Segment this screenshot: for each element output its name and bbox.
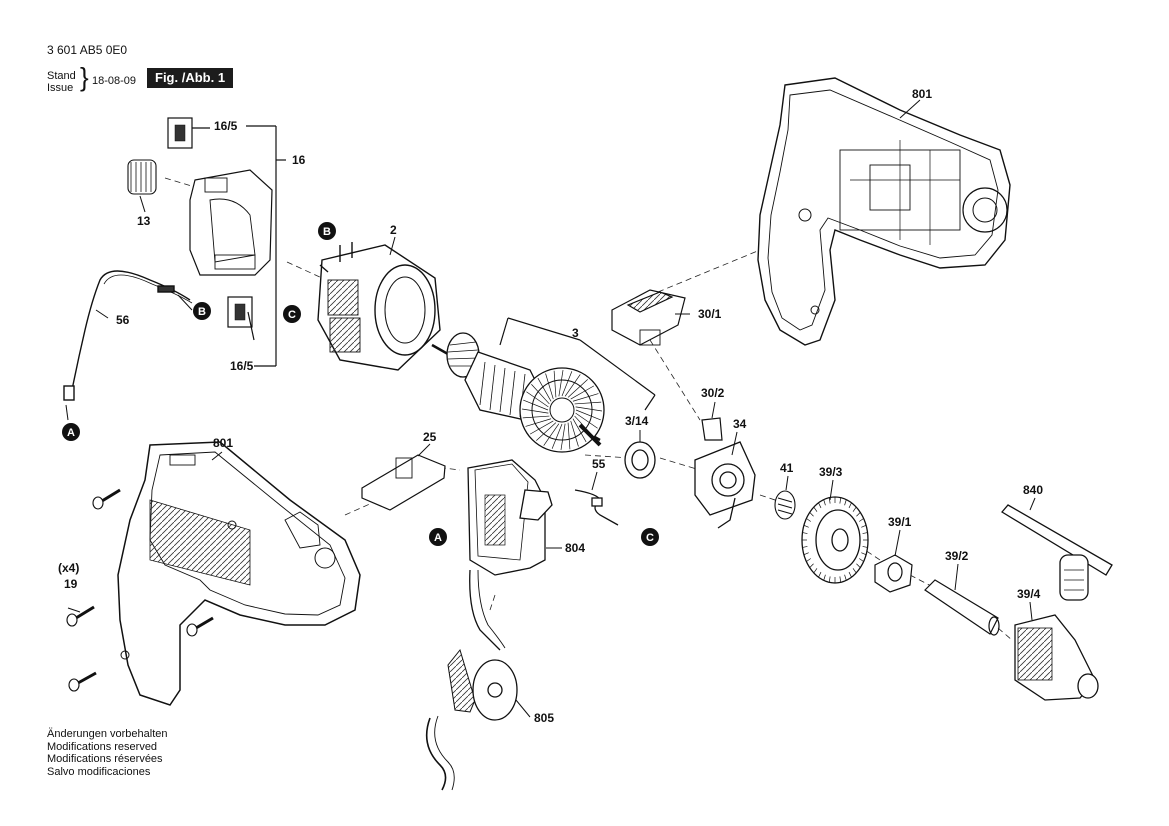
cable-55 [574, 489, 619, 526]
label-3-14: 3/14 [625, 414, 649, 428]
plate-30-2 [701, 417, 723, 441]
armature-3 [431, 332, 605, 453]
note-fr: Modifications réservées [47, 753, 163, 765]
marker-a-switch: A [429, 528, 447, 546]
label-39-4: 39/4 [1017, 587, 1041, 601]
label-2: 2 [390, 223, 397, 237]
field-stator-2 [317, 242, 441, 371]
switch-804 [467, 459, 553, 576]
label-39-2: 39/2 [945, 549, 969, 563]
label-801-bottom: 801 [213, 436, 233, 450]
svg-text:B: B [323, 226, 331, 238]
svg-text:B: B [198, 306, 206, 318]
marker-c-stator: C [283, 305, 301, 323]
bushing-39-1 [874, 554, 913, 593]
label-804: 804 [565, 541, 585, 555]
part-labels: 801 16/5 16 13 2 56 16/5 3 30/1 30/2 3/1… [58, 87, 1043, 725]
issue-date: 18-08-09 [92, 75, 137, 87]
marker-a-cable: A [62, 423, 80, 441]
svg-text:A: A [67, 427, 75, 439]
housing-half-top [757, 77, 1011, 346]
marker-b-stator: B [318, 222, 336, 240]
note-es: Salvo modificaciones [47, 765, 151, 778]
stand-issue-labels: Stand Issue [47, 70, 76, 94]
marker-c-cable: C [641, 528, 659, 546]
label-39-3: 39/3 [819, 465, 843, 479]
label-13: 13 [137, 214, 151, 228]
note-de: Änderungen vorbehalten [47, 728, 168, 740]
spring-41 [774, 490, 796, 520]
label-19: 19 [64, 577, 78, 591]
label-30-2: 30/2 [701, 386, 725, 400]
svg-text:C: C [288, 309, 296, 321]
connection-markers: B B C C A A [62, 222, 659, 546]
group-bracket-3 [499, 317, 656, 411]
screw-set-19 [66, 488, 214, 692]
gear-13 [127, 159, 157, 195]
label-805: 805 [534, 711, 554, 725]
issue-label: Issue [47, 82, 74, 94]
label-801-top: 801 [912, 87, 932, 101]
svg-text:C: C [646, 532, 654, 544]
svg-text:A: A [434, 532, 442, 544]
bearing-3-14 [624, 441, 656, 479]
leader-lines [65, 99, 1036, 718]
screw [66, 605, 95, 627]
label-56: 56 [116, 313, 130, 327]
label-16-5-top: 16/5 [214, 119, 238, 133]
label-39-1: 39/1 [888, 515, 912, 529]
label-16-5-bottom: 16/5 [230, 359, 254, 373]
modification-notes: Änderungen vorbehalten Modifications res… [47, 728, 167, 778]
label-55: 55 [592, 457, 606, 471]
stand-label: Stand [47, 70, 76, 82]
chuck-key-840 [1001, 504, 1113, 601]
gear-39-3 [801, 496, 869, 584]
label-840: 840 [1023, 483, 1043, 497]
screw [92, 488, 121, 510]
spindle-39-2 [924, 579, 1000, 636]
cover-25 [361, 454, 446, 511]
brace-glyph: } [80, 62, 89, 92]
switch-cover-30-1 [611, 289, 686, 346]
marker-b-cable: B [193, 302, 211, 320]
group-bracket-16 [192, 125, 286, 367]
label-30-1: 30/1 [698, 307, 722, 321]
note-en: Modifications reserved [47, 740, 158, 753]
screw [68, 671, 97, 692]
cord-805 [425, 569, 518, 791]
housing-half-bottom [117, 441, 361, 706]
screw [186, 616, 214, 637]
label-x4: (x4) [58, 561, 79, 575]
figure-tag: Fig. /Abb. 1 [147, 68, 234, 88]
brush-holder-assembly [167, 117, 273, 328]
cable-56 [63, 270, 193, 401]
chuck-39-4 [1014, 614, 1099, 701]
label-25: 25 [423, 430, 437, 444]
label-41: 41 [780, 461, 794, 475]
label-34: 34 [733, 417, 747, 431]
bearing-flange-34 [694, 441, 756, 529]
document-code: 3 601 AB5 0E0 [47, 43, 128, 57]
label-16: 16 [292, 153, 306, 167]
label-3: 3 [572, 326, 579, 340]
